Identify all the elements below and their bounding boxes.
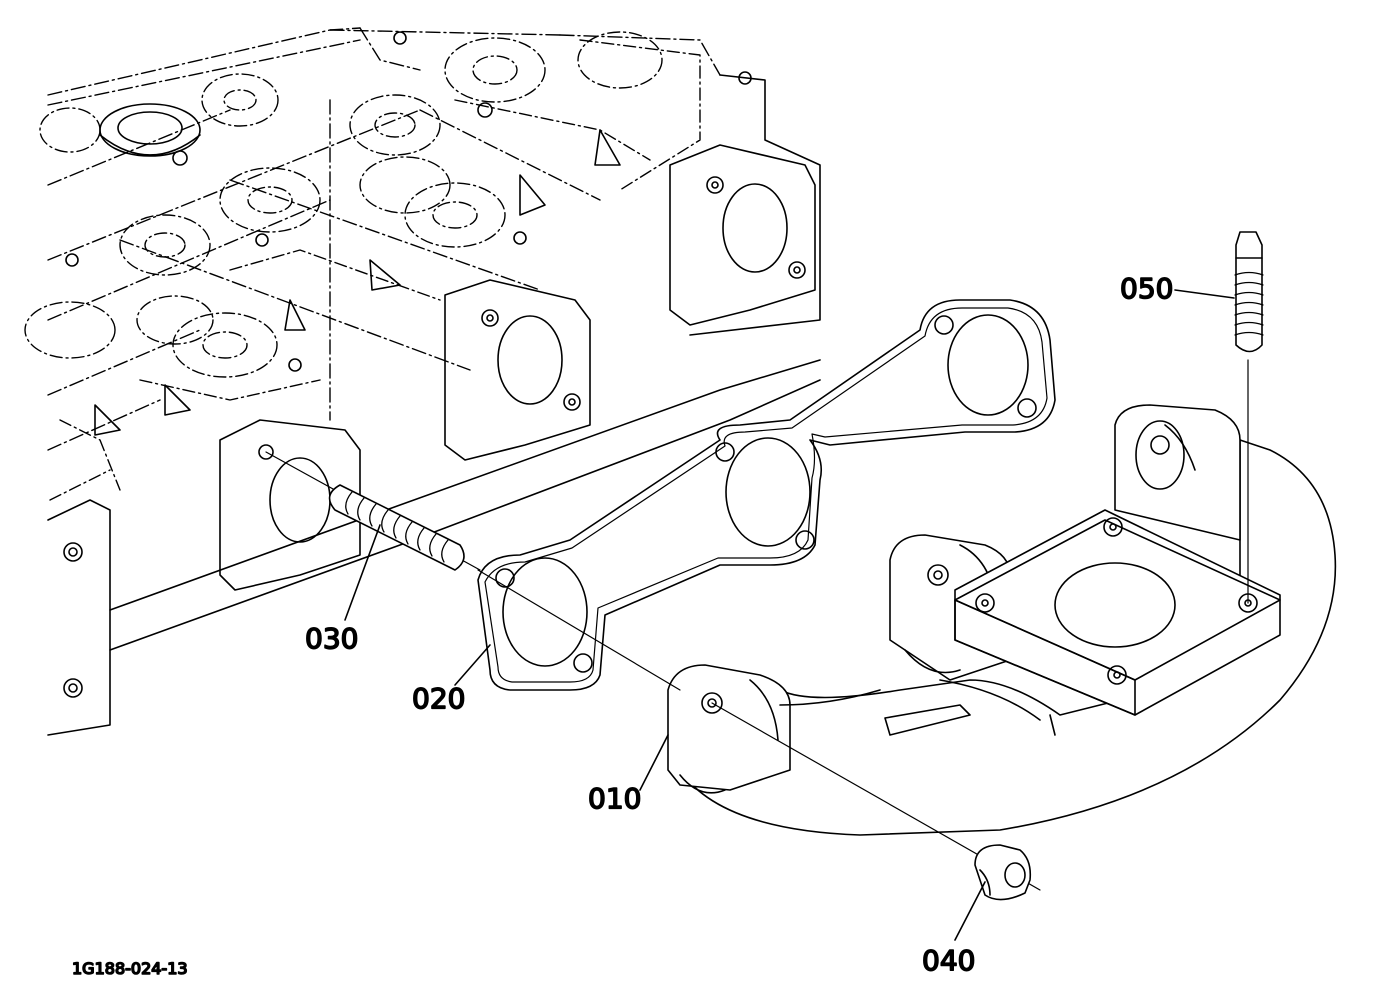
head-exhaust-port-1: [63, 419, 361, 698]
svg-text:020: 020: [412, 682, 465, 715]
exhaust-manifold-010: [667, 404, 1337, 836]
callout-020: 020: [411, 644, 491, 716]
callout-050: 050: [1119, 271, 1235, 306]
svg-text:010: 010: [588, 782, 641, 815]
cylinder-head: [24, 27, 821, 736]
svg-text:040: 040: [922, 944, 975, 977]
callout-010: 010: [587, 734, 669, 816]
flange-nut-040: [711, 702, 1041, 901]
callout-030: 030: [304, 524, 381, 656]
head-exhaust-port-3: [669, 144, 816, 326]
svg-text:050: 050: [1120, 272, 1173, 305]
drawing-number: 1G188-024-13: [72, 959, 188, 978]
svg-text:030: 030: [305, 622, 358, 655]
head-exhaust-port-2: [444, 279, 591, 461]
stud-050: [1234, 231, 1264, 604]
stud-030: [265, 451, 481, 571]
gasket-020: [477, 299, 1056, 691]
callout-040: 040: [921, 881, 986, 978]
